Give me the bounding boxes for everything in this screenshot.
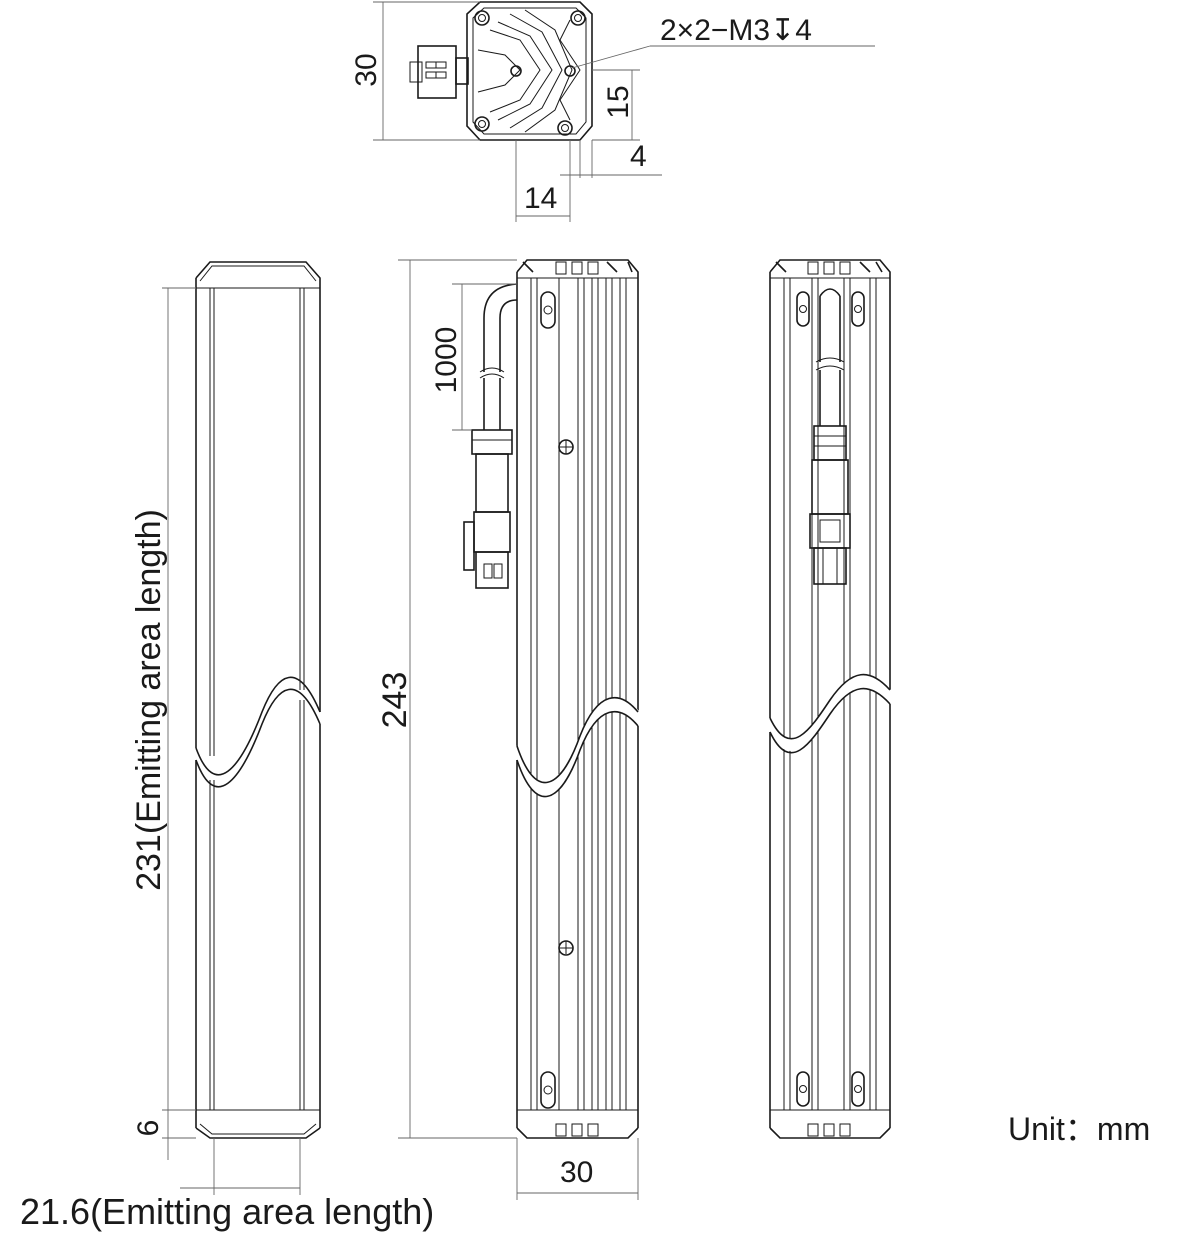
rear-housing-outline xyxy=(769,259,891,690)
top-view: 30 2×2−M3↧4 15 4 14 xyxy=(350,1,875,222)
connector-plug xyxy=(409,45,469,99)
top-height-dim: 30 xyxy=(350,53,383,86)
screw-icon xyxy=(558,439,574,956)
mount-hole xyxy=(510,65,522,77)
hole-spacing-dim: 14 xyxy=(524,182,557,215)
slot-hole xyxy=(796,291,865,1107)
total-length-dim: 243 xyxy=(376,672,414,729)
front-view: 231(Emitting area length) 6 21.6(Emittin… xyxy=(20,261,434,1232)
hole-offset-dim: 15 xyxy=(602,85,635,118)
slot-hole xyxy=(540,291,556,1109)
rear-view xyxy=(769,259,891,1139)
emitting-width-dim: 21.6(Emitting area length) xyxy=(20,1191,434,1232)
fin-pattern xyxy=(489,29,541,113)
break-line xyxy=(769,673,891,740)
rear-cable xyxy=(809,288,851,585)
unit-label: Unit：mm xyxy=(1008,1111,1150,1147)
front-housing-outline xyxy=(195,261,321,712)
mount-hole xyxy=(564,65,576,77)
heat-sink-fins xyxy=(530,278,627,1110)
edge-offset-dim: 4 xyxy=(630,140,647,173)
emitting-length-dim: 231(Emitting area length) xyxy=(130,509,168,891)
side-housing-outline xyxy=(516,259,639,712)
cable-length-dim: 1000 xyxy=(430,327,463,394)
mount-hole-note: 2×2−M3↧4 xyxy=(660,14,812,47)
break-line xyxy=(195,676,321,776)
side-view: 243 1000 30 xyxy=(376,259,640,1200)
corner-screw xyxy=(474,10,586,136)
side-width-dim: 30 xyxy=(560,1156,593,1189)
cable xyxy=(463,283,518,589)
end-cap-dim: 6 xyxy=(132,1120,165,1137)
break-line xyxy=(516,696,639,784)
rear-fins xyxy=(783,278,877,1110)
